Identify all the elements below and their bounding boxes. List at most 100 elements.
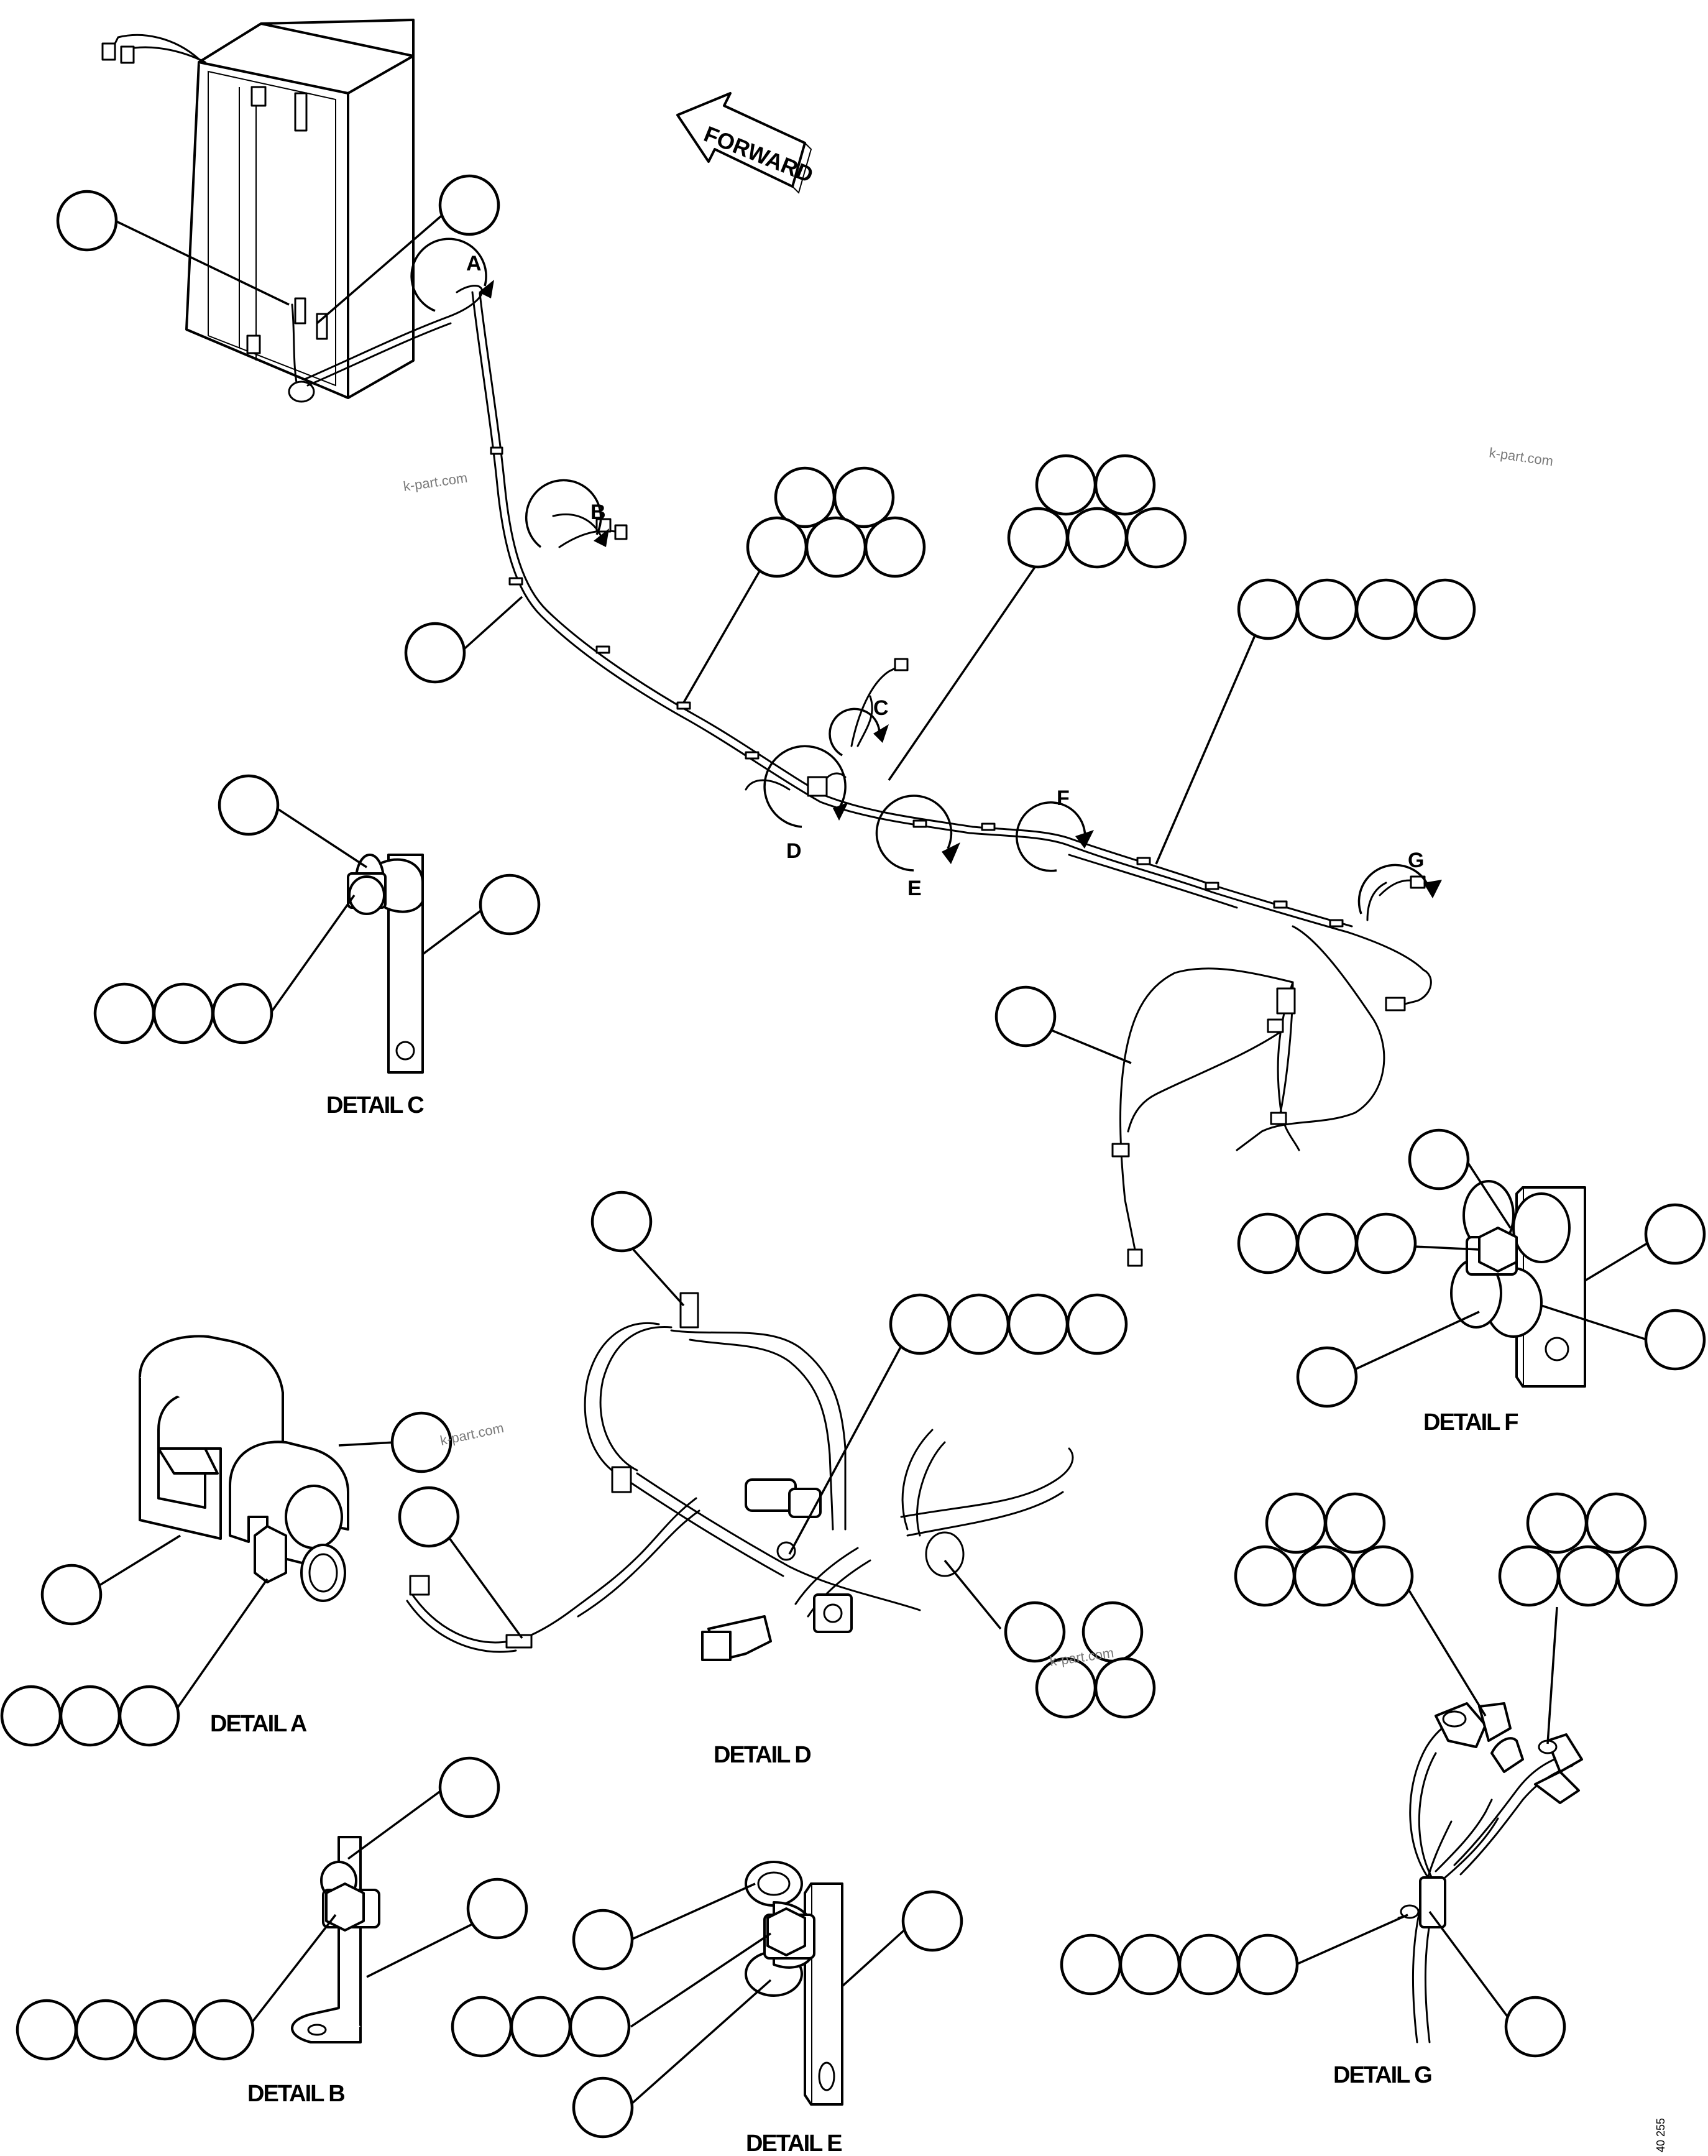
callout-bubble [1324,1492,1386,1554]
callout-bubble [1060,1933,1122,1996]
callout-group-harness-2 [888,454,1187,781]
callout-bubble [1296,578,1358,640]
detail-b-label: DETAIL B [247,2081,344,2107]
callout-bubble [746,516,808,578]
callout-group-harness-4 [994,985,1132,1064]
callout-bubble [438,1756,500,1818]
callout-bubble [1355,1212,1417,1274]
svg-text:E: E [907,877,922,900]
callout-group-harness-1 [682,466,926,703]
callout-bubble [1265,1492,1327,1554]
detail-d-label: DETAIL D [714,1742,810,1768]
callout-bubble [1237,578,1299,640]
callout-bubble [40,1564,103,1626]
callout-bubble [1355,578,1417,640]
callout-bubble [889,1293,951,1355]
svg-text:B: B [590,500,606,524]
harness-tie-straps [490,446,1344,928]
callout-bubble [118,1685,180,1747]
callout-bubble [948,1293,1010,1355]
detail-a-label: DETAIL A [210,1711,307,1737]
watermark: k-part.com [439,1420,505,1449]
callout-bubble [1352,1545,1414,1607]
callout-bubble [1498,1545,1560,1607]
detail-a: DETAIL A [0,1335,452,1747]
detail-d: DETAIL D [398,1191,1156,1768]
watermark: k-part.com [402,470,468,494]
detail-c: DETAIL C [93,774,541,1118]
main-wire-harness [303,285,1432,1267]
callout-bubble [56,190,118,252]
callout-bubble [398,1486,460,1548]
watermark: k-part.com [1488,445,1554,469]
callout-bubble [994,985,1057,1048]
callout-bubble [1035,454,1097,516]
detail-e: DETAIL E [451,1861,963,2156]
callout-bubble [1585,1492,1647,1554]
svg-text:D: D [786,839,802,863]
callout-bubble [152,982,214,1044]
detail-c-label: DETAIL C [326,1092,424,1118]
callout-bubble [572,1909,634,1971]
callout-bubble [1408,1128,1470,1191]
callout-bubble [805,516,867,578]
callout-bubble [218,774,280,836]
callout-bubble [1178,1933,1240,1996]
callout-bubble [1296,1212,1358,1274]
callout-bubble [16,1999,78,2061]
view-marker-b: B [525,479,609,548]
callout-bubble [134,1999,196,2061]
callout-bubble [1119,1933,1181,1996]
callout-bubble [75,1999,137,2061]
callout-bubble [1094,454,1156,516]
callout-bubble [1234,1545,1296,1607]
view-marker-f: F [1016,786,1094,872]
callout-bubble [438,174,500,236]
callout-group-harness-3 [1155,578,1476,865]
callout-bubble [1007,1293,1069,1355]
callout-bubble [1557,1545,1619,1607]
callout-bubble [510,1996,572,2058]
callout-bubble [193,1999,255,2061]
detail-g-label: DETAIL G [1333,2062,1431,2088]
callout-bubble [1644,1203,1706,1265]
callout-bubble [0,1685,62,1747]
detail-f: DETAIL F [1237,1128,1706,1435]
callout-bubble [590,1191,653,1253]
callout-bubble [1293,1545,1355,1607]
callout-bubble [390,1411,452,1473]
detail-b: DETAIL B [16,1756,528,2107]
callout-bubble [1504,1996,1566,2058]
callout-bubble [1237,1933,1299,1996]
detail-f-label: DETAIL F [1423,1409,1518,1435]
callout-bubble [1004,1601,1066,1663]
detail-e-label: DETAIL E [746,2131,842,2156]
view-marker-e: E [875,795,960,900]
cabinet-assembly [101,19,415,403]
callout-bubble [1616,1545,1678,1607]
view-marker-a: A [410,237,494,312]
callout-bubble [1125,507,1187,569]
view-marker-d: D [763,745,848,863]
forward-arrow: FORWARD [676,92,817,194]
callout-bubble [1094,1657,1156,1719]
callout-bubble [833,466,895,528]
callout-bubble [466,1877,528,1940]
callout-bubble [479,873,541,936]
callout-bubble [93,982,155,1044]
detail-g: DETAIL G [1060,1492,1678,2088]
svg-text:A: A [466,252,482,275]
callout-bubble [1035,1657,1097,1719]
svg-text:G: G [1408,849,1424,872]
callout-bubble [1066,507,1128,569]
callout-bubble [864,516,926,578]
svg-text:C: C [873,696,889,720]
callout-bubble [901,1890,963,1952]
callout-bubble [1414,578,1476,640]
drawing-code: 40 255 [1655,2118,1667,2152]
callout-bubble [1526,1492,1588,1554]
callout-bubble [1296,1346,1358,1408]
callout-bubble [572,2076,634,2139]
callout-bubble [1066,1293,1128,1355]
callout-bubble [404,622,466,684]
